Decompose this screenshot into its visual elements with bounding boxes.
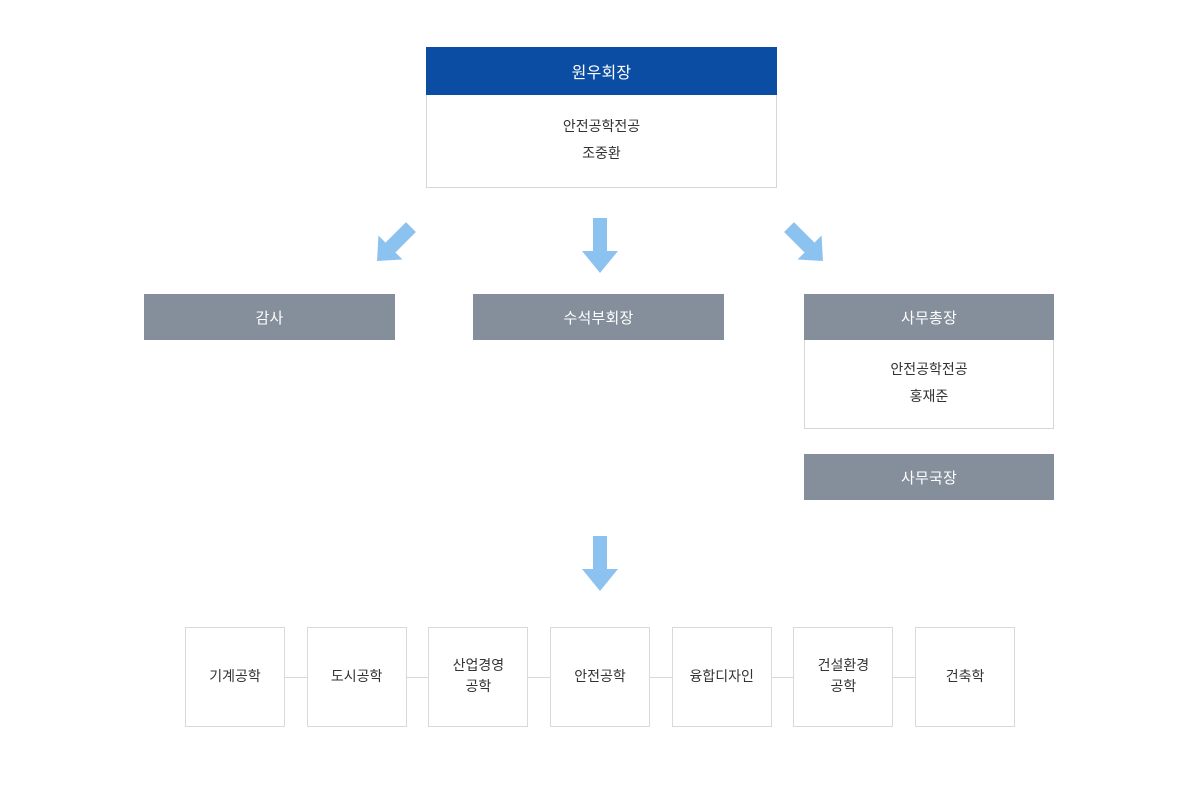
org-node-chair-name: 조중환 xyxy=(582,146,621,162)
major-box-label: 융합디자인 xyxy=(689,668,754,685)
org-node-secretary-general-name: 홍재준 xyxy=(909,389,949,405)
major-connector-line xyxy=(771,676,794,678)
org-node-chair-body: 안전공학전공 조중환 xyxy=(426,95,777,188)
major-connector-line xyxy=(893,676,916,678)
org-node-chair-title: 원우회장 xyxy=(426,47,777,95)
arrow-down-right-icon xyxy=(780,218,832,270)
org-node-secretary-general-body: 안전공학전공 홍재준 xyxy=(804,340,1054,429)
major-connector-line xyxy=(285,676,307,678)
major-box: 기계공학 xyxy=(185,627,285,727)
majors-row: 기계공학 도시공학 산업경영 공학 안전공학 융합디자인 건설환경 공학 건축학 xyxy=(185,627,1016,727)
major-connector-line xyxy=(650,676,672,678)
arrow-down-to-majors-icon xyxy=(580,536,620,592)
arrow-down-left-icon xyxy=(368,218,420,270)
org-node-auditor: 감사 xyxy=(144,294,395,340)
arrow-down-icon xyxy=(580,218,620,274)
org-node-secretary-general-major: 안전공학전공 xyxy=(890,361,968,378)
org-node-secretary-general: 사무총장 안전공학전공 홍재준 xyxy=(804,294,1054,429)
org-node-office-director: 사무국장 xyxy=(804,454,1054,500)
org-node-vice-chair: 수석부회장 xyxy=(473,294,724,340)
major-box-label: 안전공학 xyxy=(574,668,626,685)
major-box-label: 건축학 xyxy=(945,668,985,685)
org-node-auditor-title: 감사 xyxy=(144,294,395,340)
major-box: 도시공학 xyxy=(306,627,407,727)
org-node-vice-chair-title: 수석부회장 xyxy=(473,294,724,340)
major-box-label: 도시공학 xyxy=(330,668,383,685)
major-box-label: 산업경영 공학 xyxy=(452,658,505,695)
major-box: 건축학 xyxy=(915,627,1016,727)
major-connector-line xyxy=(528,676,551,678)
major-box-label: 기계공학 xyxy=(209,668,261,685)
major-box: 안전공학 xyxy=(550,627,651,727)
org-node-chair: 원우회장 안전공학전공 조중환 xyxy=(426,47,777,188)
major-box: 산업경영 공학 xyxy=(428,627,529,727)
major-box: 융합디자인 xyxy=(671,627,772,727)
org-node-secretary-general-title: 사무총장 xyxy=(804,294,1054,340)
major-box-label: 건설환경 공학 xyxy=(817,658,870,695)
org-node-chair-major: 안전공학전공 xyxy=(562,118,641,135)
major-box: 건설환경 공학 xyxy=(793,627,894,727)
org-node-office-director-title: 사무국장 xyxy=(804,454,1054,500)
major-connector-line xyxy=(406,676,429,678)
